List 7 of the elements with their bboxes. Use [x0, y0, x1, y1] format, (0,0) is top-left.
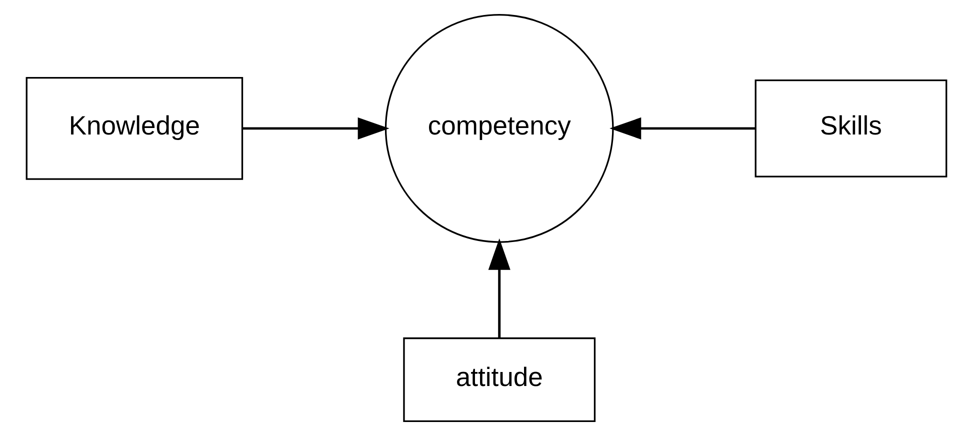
node-box: attitude — [403, 337, 596, 422]
node-circle: competency — [384, 14, 614, 243]
node-box: Skills — [754, 80, 948, 178]
arrow — [488, 238, 510, 338]
node-box: Knowledge — [26, 77, 244, 180]
arrow — [242, 117, 390, 140]
arrow — [610, 117, 756, 140]
